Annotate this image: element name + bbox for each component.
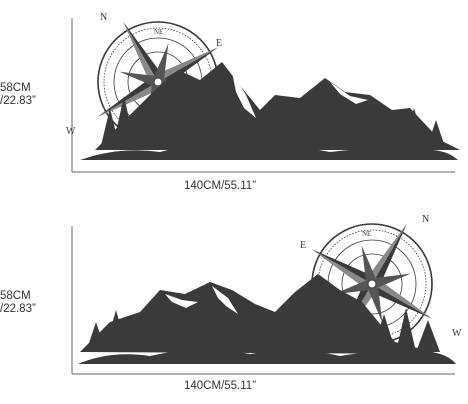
decal-artwork-top: N NE E W (66, 12, 460, 173)
elk-silhouette (197, 97, 246, 148)
height-cm: 58CM (0, 290, 31, 302)
forest-silhouette (100, 96, 446, 150)
decal-preview-top: N NE E W (0, 0, 468, 200)
compass-east-label: E (216, 38, 222, 49)
decal-preview-bottom: N NE E W (0, 202, 468, 402)
elk-silhouette (280, 301, 329, 352)
compass-north-label: N (422, 214, 429, 225)
compass-west-label: W (452, 328, 462, 339)
height-cm: 58CM (0, 82, 31, 94)
width-dimension-label: 140CM/55.11” (184, 380, 257, 392)
compass-northeast-label: NE (154, 28, 163, 36)
height-inches: /22.83” (0, 303, 36, 315)
decal-artwork-bottom: N NE E W (71, 214, 462, 375)
ground-silhouette (80, 145, 458, 160)
width-dimension-label: 140CM/55.11” (184, 180, 257, 192)
compass-north-label: N (100, 12, 107, 23)
height-inches: /22.83” (0, 95, 36, 107)
height-dimension-label: 58CM /22.83” (0, 290, 36, 316)
mountain-silhouette (80, 274, 440, 354)
ground-silhouette (78, 349, 456, 364)
compass-east-label: E (300, 240, 306, 251)
height-dimension-label: 58CM /22.83” (0, 82, 36, 108)
compass-northeast-label: NE (362, 230, 371, 238)
compass-west-label: W (66, 126, 76, 137)
forest-silhouette (86, 302, 440, 352)
